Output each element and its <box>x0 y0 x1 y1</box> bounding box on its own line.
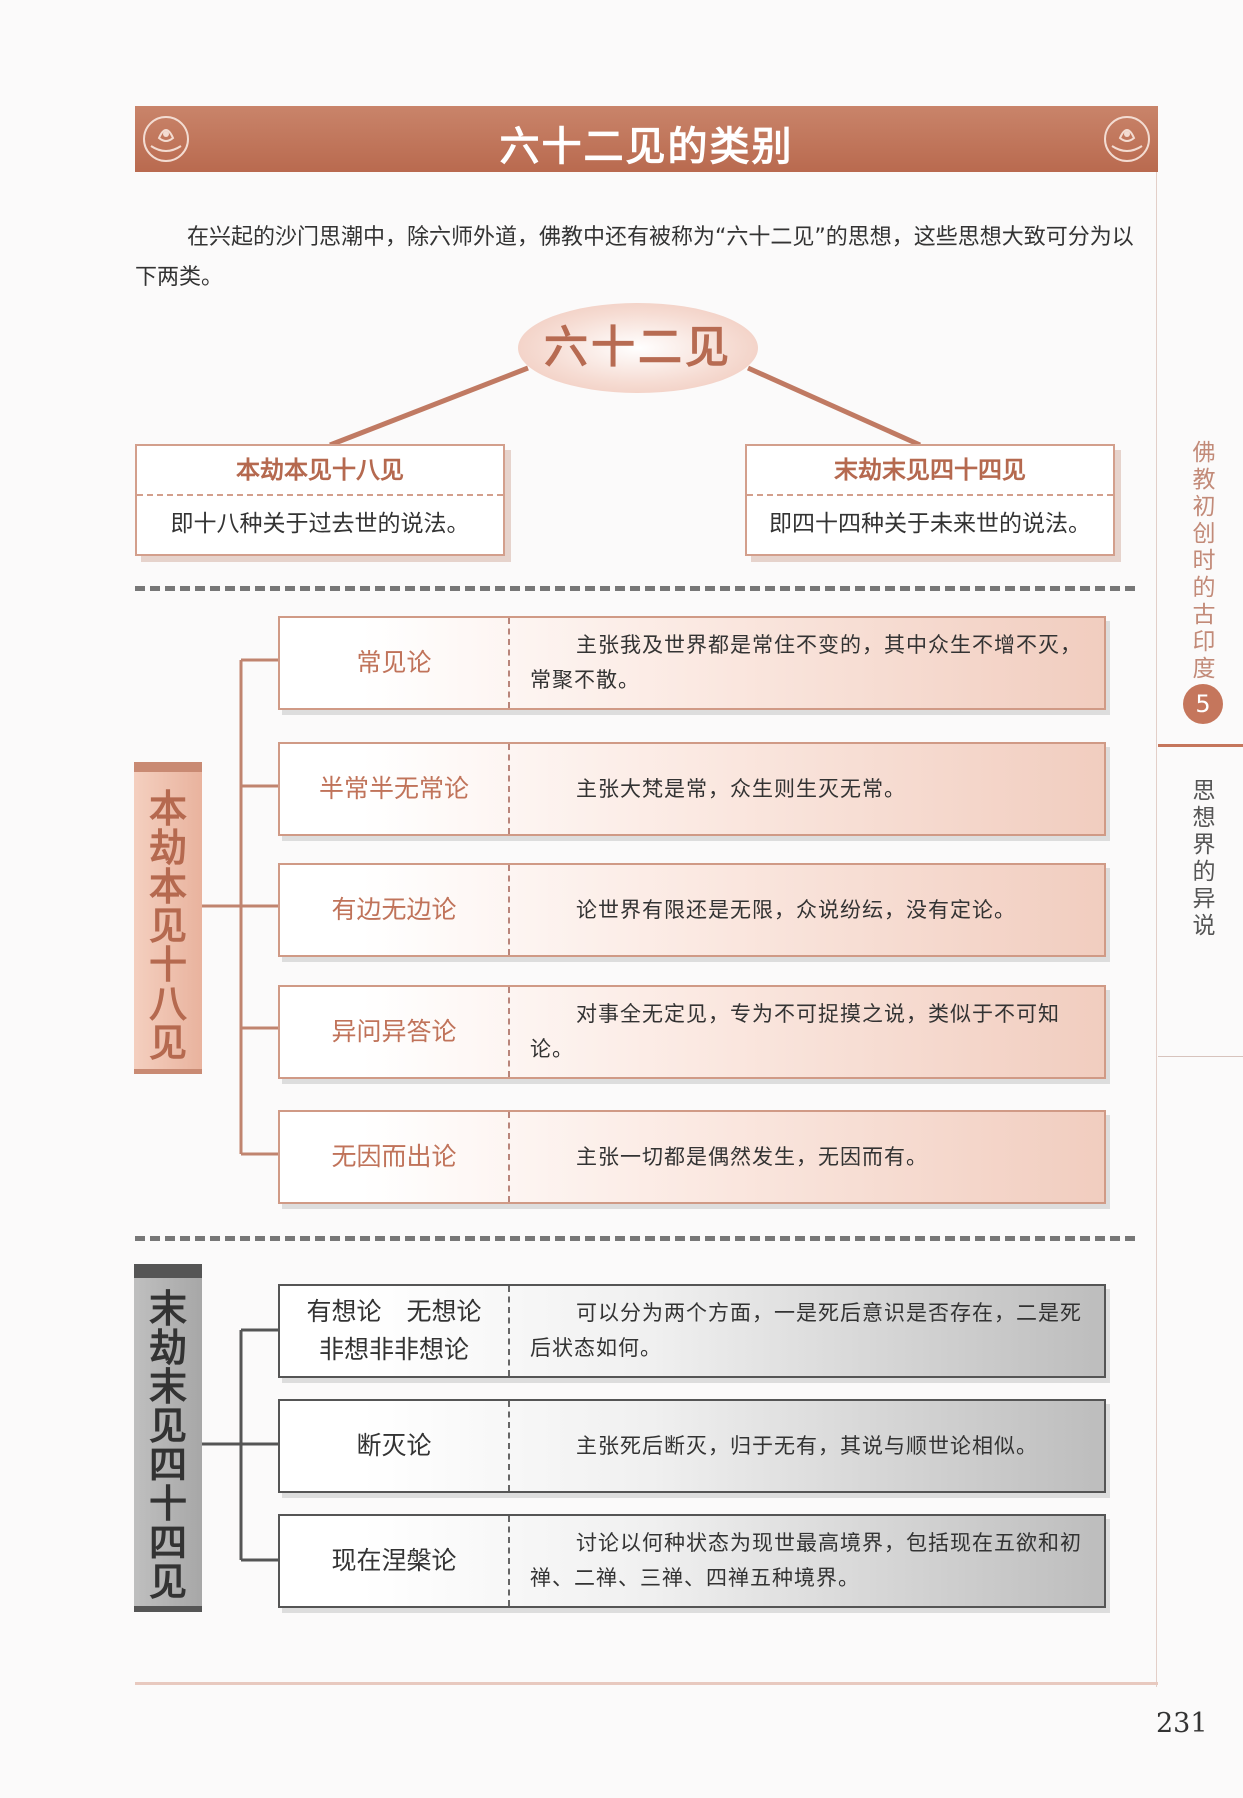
branch-desc: 即四十四种关于未来世的说法。 <box>769 511 1091 537</box>
item-name: 有想论 无想论非想非非想论 <box>280 1286 510 1376</box>
group-label-past: 本 劫 本 见 十 八 见 <box>134 762 202 1074</box>
item-name: 断灭论 <box>280 1401 510 1491</box>
branch-title: 本劫本见十八见 <box>137 446 503 496</box>
item-desc: 论世界有限还是无限，众说纷纭，没有定论。 <box>576 897 1016 922</box>
item-desc: 主张一切都是偶然发生，无因而有。 <box>576 1144 928 1169</box>
list-item: 半常半无常论 主张大梵是常，众生则生灭无常。 <box>278 742 1106 836</box>
side-divider <box>1158 1056 1243 1057</box>
side-divider <box>1158 744 1243 747</box>
branch-past: 本劫本见十八见 即十八种关于过去世的说法。 <box>135 444 505 556</box>
dashed-divider <box>135 1236 1135 1241</box>
branch-desc: 即十八种关于过去世的说法。 <box>170 511 470 537</box>
item-name: 常见论 <box>280 618 510 708</box>
dashed-divider <box>135 586 1135 591</box>
page-frame-line <box>1156 172 1157 1687</box>
root-node: 六十二见 <box>518 303 758 393</box>
item-desc: 可以分为两个方面，一是死后意识是否存在，二是死后状态如何。 <box>530 1301 1082 1360</box>
lotus-ornament-icon <box>1104 116 1150 162</box>
item-desc: 讨论以何种状态为现世最高境界，包括现在五欲和初禅、二禅、三禅、四禅五种境界。 <box>530 1531 1082 1590</box>
item-name: 半常半无常论 <box>280 744 510 834</box>
item-desc: 主张我及世界都是常住不变的，其中众生不增不灭，常聚不散。 <box>530 633 1082 692</box>
title-banner: 六十二见的类别 <box>135 106 1158 172</box>
list-item: 常见论 主张我及世界都是常住不变的，其中众生不增不灭，常聚不散。 <box>278 616 1106 710</box>
item-name: 无因而出论 <box>280 1112 510 1202</box>
chapter-number-badge: 5 <box>1183 684 1223 724</box>
list-item: 现在涅槃论 讨论以何种状态为现世最高境界，包括现在五欲和初禅、二禅、三禅、四禅五… <box>278 1514 1106 1608</box>
item-desc: 主张死后断灭，归于无有，其说与顺世论相似。 <box>576 1433 1038 1458</box>
branch-title: 末劫末见四十四见 <box>747 446 1113 496</box>
list-item: 异问异答论 对事全无定见，专为不可捉摸之说，类似于不可知论。 <box>278 985 1106 1079</box>
item-name: 异问异答论 <box>280 987 510 1077</box>
footer-rule <box>135 1682 1158 1685</box>
item-name: 现在涅槃论 <box>280 1516 510 1606</box>
side-chapter-title: 佛教初 创时的 古印度 <box>1192 440 1216 682</box>
list-item: 无因而出论 主张一切都是偶然发生，无因而有。 <box>278 1110 1106 1204</box>
page-number: 231 <box>1156 1708 1208 1739</box>
item-desc: 主张大梵是常，众生则生灭无常。 <box>576 776 906 801</box>
branch-future: 末劫末见四十四见 即四十四种关于未来世的说法。 <box>745 444 1115 556</box>
lotus-ornament-icon <box>143 116 189 162</box>
intro-paragraph: 在兴起的沙门思潮中，除六师外道，佛教中还有被称为“六十二见”的思想，这些思想大致… <box>135 225 1134 290</box>
list-item: 有想论 无想论非想非非想论 可以分为两个方面，一是死后意识是否存在，二是死后状态… <box>278 1284 1106 1378</box>
side-section-title: 思想界 的异说 <box>1192 778 1216 939</box>
group-label-future: 末 劫 末 见 四 十 四 见 <box>134 1264 202 1612</box>
root-label: 六十二见 <box>544 322 732 373</box>
item-name: 有边无边论 <box>280 865 510 955</box>
page-title: 六十二见的类别 <box>499 124 794 170</box>
list-item: 有边无边论 论世界有限还是无限，众说纷纭，没有定论。 <box>278 863 1106 957</box>
item-desc: 对事全无定见，专为不可捉摸之说，类似于不可知论。 <box>530 1002 1060 1061</box>
list-item: 断灭论 主张死后断灭，归于无有，其说与顺世论相似。 <box>278 1399 1106 1493</box>
